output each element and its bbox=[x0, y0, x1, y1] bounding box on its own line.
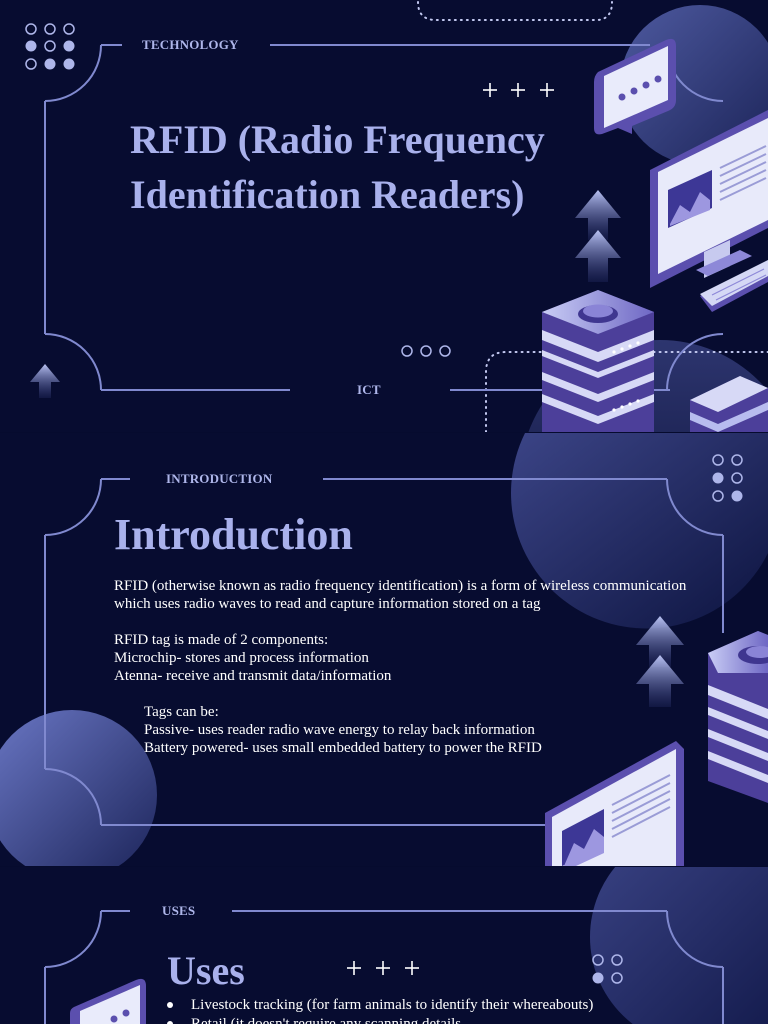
uses-list: Livestock tracking (for farm animals to … bbox=[167, 996, 593, 1024]
slide-introduction: INTRODUCTION Introduction RFID (otherwis… bbox=[0, 433, 768, 866]
text-line: RFID tag is made of 2 components: bbox=[114, 632, 329, 648]
dotted-curve bbox=[417, 1, 613, 21]
plus-icon bbox=[347, 961, 419, 975]
server-icon bbox=[690, 376, 768, 432]
keyboard-icon bbox=[700, 260, 768, 312]
slide-frame bbox=[44, 478, 724, 826]
text-line: Microchip- stores and process informatio… bbox=[114, 650, 369, 666]
up-arrow-icon bbox=[575, 190, 621, 282]
slide-title-heading: Uses bbox=[167, 948, 245, 993]
text-line: Passive- uses reader radio wave energy t… bbox=[144, 722, 535, 738]
slide-uses: USES Uses Livestock tracking (for farm a… bbox=[0, 867, 768, 1024]
slide-title-heading: RFID (Radio Frequency Identification Rea… bbox=[130, 117, 545, 217]
dot-grid-icon bbox=[25, 23, 75, 70]
slide-frame bbox=[44, 44, 724, 391]
dot-grid-icon bbox=[592, 954, 623, 984]
dot-grid-icon bbox=[712, 454, 743, 502]
background-blob bbox=[0, 710, 157, 866]
footer-label: ICT bbox=[357, 382, 381, 397]
section-label: INTRODUCTION bbox=[166, 471, 273, 486]
up-arrow-icon bbox=[30, 364, 60, 398]
text-line: Battery powered- uses small embedded bat… bbox=[144, 740, 542, 756]
slide-decoration bbox=[44, 867, 768, 1024]
slide-frame bbox=[44, 910, 724, 1024]
list-item: Livestock tracking (for farm animals to … bbox=[167, 996, 593, 1015]
up-arrow-icon bbox=[636, 616, 684, 707]
slide-decoration bbox=[0, 433, 768, 866]
text-line: Atenna- receive and transmit data/inform… bbox=[114, 668, 392, 684]
slide-title-heading: Introduction bbox=[114, 510, 353, 559]
section-label: USES bbox=[162, 903, 196, 918]
ellipsis-icon bbox=[401, 345, 451, 357]
monitor-icon bbox=[545, 741, 684, 866]
list-item: Retail (it doesn't require any scanning … bbox=[167, 1015, 593, 1024]
server-icon bbox=[708, 631, 768, 803]
tag-types-block: Tags can be: Passive- uses reader radio … bbox=[144, 703, 674, 757]
slide-title: TECHNOLOGY RFID (Radio Frequency Identif… bbox=[0, 0, 768, 432]
server-icon bbox=[542, 290, 654, 432]
text-line: Tags can be: bbox=[144, 704, 219, 720]
slide-decoration bbox=[25, 1, 768, 432]
monitor-icon bbox=[650, 110, 768, 288]
plus-icon bbox=[483, 83, 554, 97]
section-label: TECHNOLOGY bbox=[142, 37, 239, 52]
components-block: RFID tag is made of 2 components: Microc… bbox=[114, 631, 674, 685]
background-blob bbox=[511, 433, 768, 629]
dotted-curve bbox=[485, 351, 768, 432]
intro-paragraph: RFID (otherwise known as radio frequency… bbox=[114, 578, 687, 612]
chat-bubble-icon bbox=[594, 38, 676, 135]
chat-bubble-icon bbox=[70, 978, 146, 1024]
